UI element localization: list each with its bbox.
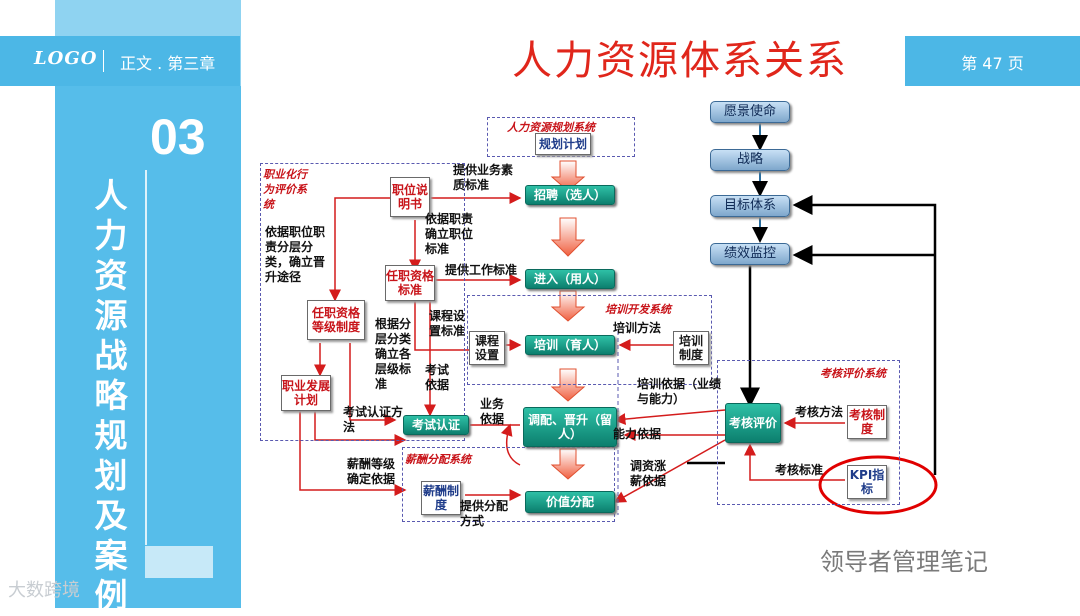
label-assess-method: 考核方法 [795, 405, 844, 419]
planning-system-label: 人力资源规划系统 [507, 121, 595, 134]
enter-box: 进入（用人） [525, 269, 615, 289]
logo: LOGO [34, 48, 98, 69]
job-system-group [260, 163, 465, 441]
evaluate-box: 考核评价 [725, 403, 781, 443]
label-salary-raise-basis: 调资涨薪依据 [630, 459, 667, 488]
watermark-bottom-left: 大数跨境 [8, 580, 80, 601]
hr-system-diagram: 人力资源规划系统 职业化行为评价系统 培训开发系统 考核评价系统 薪酬分配系统 … [255, 95, 955, 535]
watermark-bottom-right: 领导者管理笔记 [820, 548, 988, 576]
label-salary-level-basis: 薪酬等级确定依据 [347, 457, 396, 486]
recruit-box: 招聘（选人） [525, 185, 615, 205]
course-doc: 课程设置 [469, 331, 505, 365]
plan-box: 规划计划 [535, 133, 591, 155]
label-assess-standard: 考核标准 [775, 463, 824, 477]
salary-system-group [402, 447, 615, 522]
job-system-label: 职业化行为评价系统 [263, 168, 307, 211]
label-ability-basis: 能力依据 [613, 427, 662, 441]
label-train-basis: 培训依据（业绩与能力） [637, 377, 722, 406]
kpi-highlight-circle [818, 455, 938, 515]
qualification-doc: 任职资格标准 [385, 265, 435, 301]
label-duty-standard: 依据职责确立职位标准 [425, 212, 474, 256]
job-desc-doc: 职位说明书 [390, 177, 430, 217]
salary-system-doc: 薪酬制度 [421, 481, 461, 515]
strategy-box: 战略 [710, 149, 790, 171]
planning-system-group [487, 117, 635, 157]
chapter-number: 03 [150, 109, 206, 165]
label-promotion-path: 依据职位职责分层分类，确立晋升途径 [265, 225, 326, 284]
label-distribution-method: 提供分配方式 [460, 499, 509, 528]
header-left-bar [0, 36, 240, 86]
page-title: 人力资源体系关系 [512, 38, 848, 84]
assessment-system-label: 考核评价系统 [820, 367, 886, 380]
train-box: 培训（育人） [525, 335, 615, 355]
header-divider [103, 50, 104, 72]
salary-system-label: 薪酬分配系统 [405, 453, 471, 466]
train-system-doc: 培训制度 [673, 331, 709, 365]
exam-box: 考试认证 [403, 415, 469, 435]
label-work-standard: 提供工作标准 [445, 263, 518, 277]
career-doc: 职业发展计划 [281, 375, 331, 411]
label-business-standard: 提供业务素质标准 [453, 163, 514, 192]
training-system-group [467, 295, 712, 385]
goal-box: 目标体系 [710, 195, 790, 217]
adjust-box: 调配、晋升（留人） [523, 407, 617, 447]
side-decor-square [145, 546, 213, 578]
label-business-basis: 业务依据 [480, 397, 505, 426]
side-divider [145, 170, 147, 545]
flow-down-arrows [550, 160, 586, 480]
kpi-doc: KPI指标 [847, 465, 887, 499]
chapter-label: 正文 . 第三章 [120, 54, 216, 73]
label-exam-method: 考试认证方法 [343, 405, 404, 434]
vision-box: 愿景使命 [710, 101, 790, 123]
label-level-standard: 根据分层分类确立各层级标准 [375, 317, 412, 391]
assessment-system-group [717, 360, 900, 505]
label-course-standard: 课程设置标准 [429, 309, 466, 338]
value-box: 价值分配 [525, 491, 615, 513]
monitor-box: 绩效监控 [710, 243, 790, 265]
header-right-bar [905, 36, 1080, 86]
label-exam-basis: 考试依据 [425, 363, 450, 392]
qual-level-doc: 任职资格等级制度 [307, 300, 365, 340]
label-train-method: 培训方法 [613, 321, 662, 335]
vertical-title: 人力资源战略规划及案例 [94, 176, 128, 615]
page-number: 第 47 页 [961, 54, 1024, 73]
side-column [55, 0, 241, 608]
assess-system-doc: 考核制度 [847, 405, 887, 439]
training-system-label: 培训开发系统 [605, 303, 671, 316]
